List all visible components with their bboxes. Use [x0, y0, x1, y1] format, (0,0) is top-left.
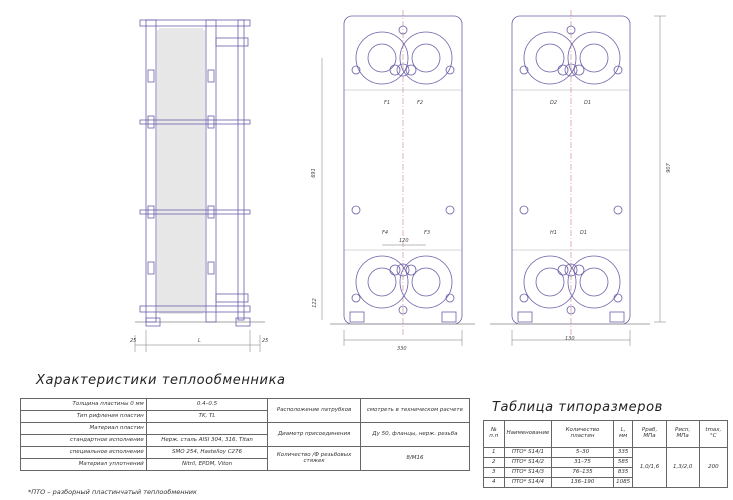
table-row: 1 ПТО* S14/1 5–30 335 1,0/1,6 1,3/2,0 20…	[483, 447, 729, 488]
char-label: Тип рифления пластин	[20, 410, 147, 423]
param-value: 8/М16	[359, 446, 471, 471]
cell-number: 3	[483, 467, 505, 478]
port-label-front-3: F4	[382, 230, 389, 236]
side-view	[134, 19, 265, 352]
characteristics-title: Характеристики теплообменника	[36, 373, 286, 388]
cell-plates: 31–75	[551, 457, 614, 468]
port-label-rear-1: D2	[550, 100, 558, 106]
char-value: Nitril, EPDM, Viton	[145, 458, 269, 471]
header-plates: Количество пластин	[551, 420, 614, 448]
char-label: Материал пластин	[20, 422, 147, 435]
cell-p-work: 1,0/1,6	[632, 447, 667, 488]
table-row: Материал пластин Диаметр присоединения Д…	[20, 422, 471, 447]
dim-length: L	[198, 338, 201, 344]
port-label-rear-4: D1	[580, 230, 588, 236]
sizes-table: № п.п Наименование Количество пластин L,…	[483, 420, 729, 488]
footnote: *ПТО – разборный пластинчатый теплообмен…	[28, 488, 197, 496]
table-row: Тип рифления пластин TK, TL	[20, 410, 470, 423]
table-header-row: № п.п Наименование Количество пластин L,…	[483, 420, 729, 448]
cell-plates: 5–30	[551, 447, 614, 458]
port-label-front-4: F3	[424, 230, 431, 236]
cell-p-test: 1,3/2,0	[665, 447, 700, 488]
cell-name: ПТО* S14/4	[503, 477, 553, 488]
dim-width: 330	[397, 346, 407, 352]
char-value: Нерж. сталь AISI 304, 316, Titan	[145, 434, 269, 447]
param-label: Расположение патрубков	[267, 398, 361, 423]
header-t-max: tmax, °С	[698, 420, 729, 448]
dim-bottom-offset: 122	[311, 298, 318, 308]
header-name: Наименование	[503, 420, 553, 448]
port-label-rear-2: D1	[584, 100, 592, 106]
dim-frame-right: 25	[262, 338, 269, 344]
cell-length: 835	[612, 467, 634, 478]
table-row: Толщина пластины 0 мм 0.4–0.5 Расположен…	[20, 398, 471, 423]
param-value: смотреть в техническом расчете	[359, 398, 471, 423]
dim-frame-left: 25	[130, 338, 137, 344]
header-p-work: Рраб, МПа	[632, 420, 667, 448]
header-number: № п.п	[483, 420, 505, 448]
dim-axis-distance: 691	[310, 168, 317, 178]
char-label: стандартное исполнение	[20, 434, 147, 447]
cell-plates: 76–135	[551, 467, 614, 478]
front-view	[321, 10, 475, 346]
char-label: специальное исполнение	[20, 446, 147, 459]
rear-view	[490, 10, 666, 346]
cell-t-max: 200	[698, 447, 729, 488]
param-label: Диаметр присоединения	[267, 422, 361, 447]
port-label-front-1: F1	[384, 100, 391, 106]
char-value	[145, 422, 269, 435]
char-value: TK, TL	[145, 410, 269, 423]
port-label-rear-3: H1	[550, 230, 557, 236]
cell-name: ПТО* S14/1	[503, 447, 553, 458]
plate-pack	[157, 28, 205, 314]
table-row: специальное исполнение SMO 254, Hastello…	[20, 446, 471, 471]
characteristics-table: Толщина пластины 0 мм 0.4–0.5 Расположен…	[20, 398, 471, 471]
char-value: 0.4–0.5	[145, 398, 269, 411]
cell-length: 1085	[612, 477, 634, 488]
param-value: Ду 50, фланцы, нерж. резьба	[359, 422, 471, 447]
table-row: 2 ПТО* S14/2 31–75 585	[483, 457, 728, 468]
cell-number: 1	[483, 447, 505, 458]
cell-length: 585	[612, 457, 634, 468]
header-length: L, мм	[612, 420, 634, 448]
dim-port-spacing: 120	[399, 238, 409, 244]
cell-plates: 136–190	[551, 477, 614, 488]
char-label: Толщина пластины 0 мм	[20, 398, 147, 411]
dim-depth: 130	[565, 336, 575, 342]
cell-name: ПТО* S14/2	[503, 457, 553, 468]
table-row: 4 ПТО* S14/4 136–190 1085	[483, 477, 728, 488]
param-label: Количество /Ф резьбовых стяжек	[267, 446, 361, 471]
cell-number: 4	[483, 477, 505, 488]
table-row: Материал уплотнений Nitril, EPDM, Viton	[20, 458, 470, 471]
header-p-test: Рисп, МПа	[665, 420, 700, 448]
cell-number: 2	[483, 457, 505, 468]
char-label: Материал уплотнений	[20, 458, 147, 471]
sizes-title: Таблица типоразмеров	[492, 400, 663, 415]
cell-length: 335	[612, 447, 634, 458]
dim-height: 907	[665, 163, 672, 173]
char-value: SMO 254, Hastelloy C276	[145, 446, 269, 459]
technical-drawing	[134, 10, 666, 352]
port-label-front-2: F2	[417, 100, 424, 106]
cell-name: ПТО* S14/3	[503, 467, 553, 478]
